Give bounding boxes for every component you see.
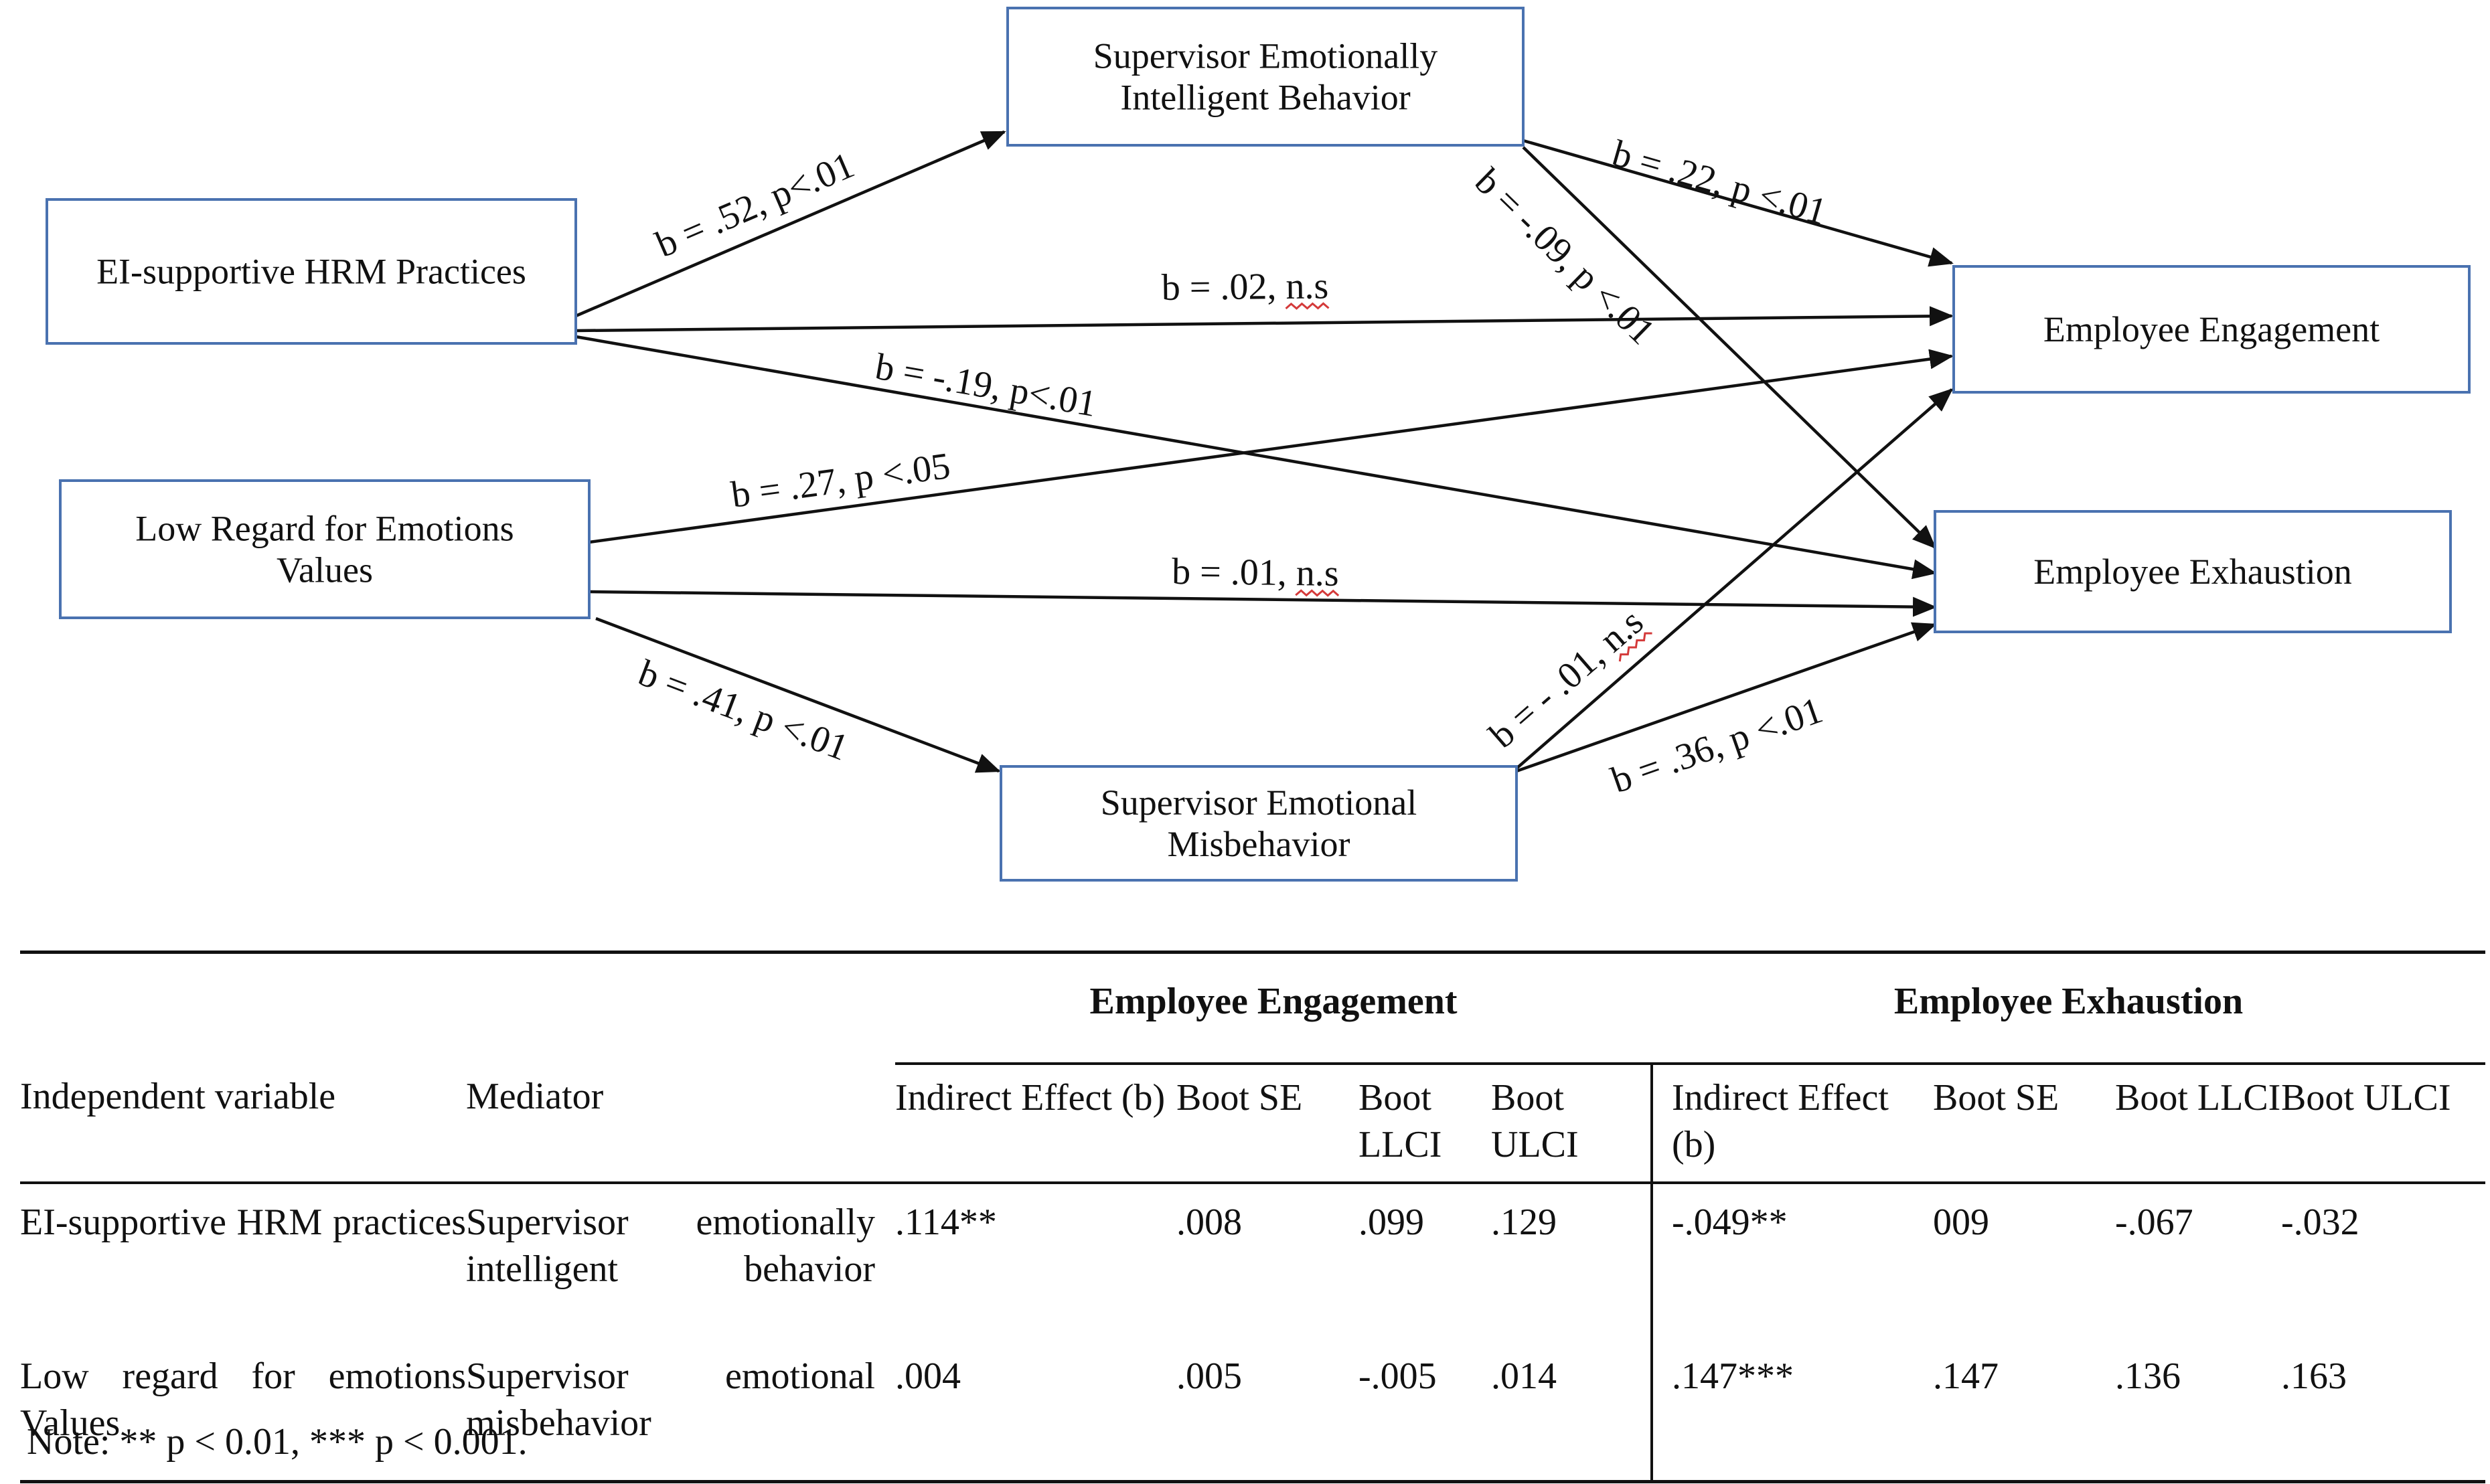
node-label: Supervisor Emotional bbox=[1101, 782, 1417, 823]
edge-label: b = -.19, p<.01 bbox=[872, 346, 1099, 425]
node-label: Employee Exhaustion bbox=[2033, 552, 2351, 592]
table-cell: .008 bbox=[1176, 1202, 1242, 1243]
column-header: Boot SE bbox=[1176, 1064, 1358, 1184]
table-note: Note: ** p < 0.01, *** p < 0.001. bbox=[27, 1421, 528, 1463]
edge-ei_hrm-to-sup_ei bbox=[575, 130, 1006, 318]
edge-low_regard-to-sup_mis bbox=[595, 616, 1001, 773]
table-cell: Supervisor emotionally intelligent behav… bbox=[466, 1202, 875, 1290]
node-label: Employee Engagement bbox=[2043, 309, 2380, 349]
table-cell: .014 bbox=[1491, 1338, 1652, 1483]
column-header: Boot LLCI bbox=[2115, 1064, 2281, 1184]
indirect-effects-table-container: Employee Engagement Employee Exhaustion … bbox=[20, 951, 2485, 1483]
node-label: Low Regard for Emotions bbox=[135, 509, 514, 549]
node-label: Misbehavior bbox=[1168, 824, 1350, 864]
edge-low_regard-to-exhaustion bbox=[589, 590, 1937, 617]
table-cell: -.005 bbox=[1358, 1338, 1491, 1483]
edge-label: b = .36, p <.01 bbox=[1606, 689, 1828, 801]
node-label: EI-supportive HRM Practices bbox=[96, 252, 526, 292]
table-row: EI-supportive HRM practices Supervisor e… bbox=[20, 1183, 2485, 1338]
edge-sup_mis-to-engagement bbox=[1515, 388, 1954, 770]
table-cell: .114** bbox=[895, 1202, 997, 1243]
edge-ei_hrm-to-exhaustion bbox=[575, 335, 1937, 580]
edge-label: b = .01, n.s bbox=[1172, 551, 1339, 594]
edge-label: b = .41, p <.01 bbox=[633, 652, 854, 769]
table-row: Low regard for emotions Values Superviso… bbox=[20, 1338, 2485, 1483]
table-cell: EI-supportive HRM practices bbox=[20, 1202, 466, 1243]
column-header: Boot ULCI bbox=[2281, 1064, 2485, 1184]
spellcheck-underline bbox=[1618, 632, 1652, 662]
edge-ei_hrm-to-engagement bbox=[575, 306, 1954, 333]
node-exhaustion: Employee Exhaustion bbox=[1934, 510, 2452, 633]
group-header-engagement: Employee Engagement bbox=[895, 951, 1652, 1065]
table-cell: .005 bbox=[1176, 1338, 1358, 1483]
node-label: Intelligent Behavior bbox=[1120, 78, 1410, 118]
table-cell: .147 bbox=[1933, 1338, 2115, 1483]
table-corner bbox=[20, 951, 895, 1064]
edge-sup_ei-to-exhaustion bbox=[1522, 146, 1937, 550]
table-cell: .099 bbox=[1358, 1202, 1424, 1243]
table-cell: .129 bbox=[1491, 1202, 1557, 1243]
column-header: Boot ULCI bbox=[1491, 1064, 1652, 1184]
group-header-exhaustion: Employee Exhaustion bbox=[1652, 951, 2485, 1065]
table-cell: 009 bbox=[1933, 1202, 1989, 1243]
column-header: Mediator bbox=[466, 1064, 895, 1184]
edge-label: b = .02, n.s bbox=[1161, 265, 1328, 309]
table-cell: Low regard for emotions Values bbox=[20, 1338, 466, 1483]
edge-label: b = .52, p<.01 bbox=[650, 145, 860, 266]
column-header: Independent variable bbox=[20, 1064, 466, 1184]
table-cell: Supervisor emotional misbehavior bbox=[466, 1338, 895, 1483]
edge-label: b = .22, p <.01 bbox=[1608, 133, 1831, 233]
edge-sup_mis-to-exhaustion bbox=[1516, 622, 1937, 773]
table-cell: .136 bbox=[2115, 1338, 2281, 1483]
edge-sup_ei-to-engagement bbox=[1523, 139, 1954, 267]
table-cell: .004 bbox=[895, 1338, 1176, 1483]
edge-label: b = .27, p <.05 bbox=[728, 445, 953, 516]
table-cell: .147*** bbox=[1650, 1338, 1933, 1483]
node-label: Values bbox=[277, 550, 373, 590]
indirect-effects-table: Employee Engagement Employee Exhaustion … bbox=[20, 951, 2485, 1483]
column-header: Boot LLCI bbox=[1358, 1064, 1491, 1184]
node-label: Supervisor Emotionally bbox=[1093, 36, 1437, 76]
column-header: Indirect Effect (b) bbox=[1650, 1064, 1933, 1184]
table-cell: -.032 bbox=[2281, 1202, 2359, 1243]
table-cell: .163 bbox=[2281, 1338, 2485, 1483]
column-header: Boot SE bbox=[1933, 1064, 2115, 1184]
spellcheck-underline bbox=[1285, 302, 1330, 310]
table-cell: -.067 bbox=[2115, 1202, 2193, 1243]
spellcheck-underline bbox=[1295, 589, 1340, 597]
column-header: Indirect Effect (b) bbox=[895, 1064, 1176, 1184]
edge-low_regard-to-engagement bbox=[589, 349, 1954, 544]
node-engagement: Employee Engagement bbox=[1952, 265, 2471, 394]
table-cell: -.049** bbox=[1650, 1183, 1933, 1338]
node-ei_hrm: EI-supportive HRM Practices bbox=[46, 198, 577, 345]
